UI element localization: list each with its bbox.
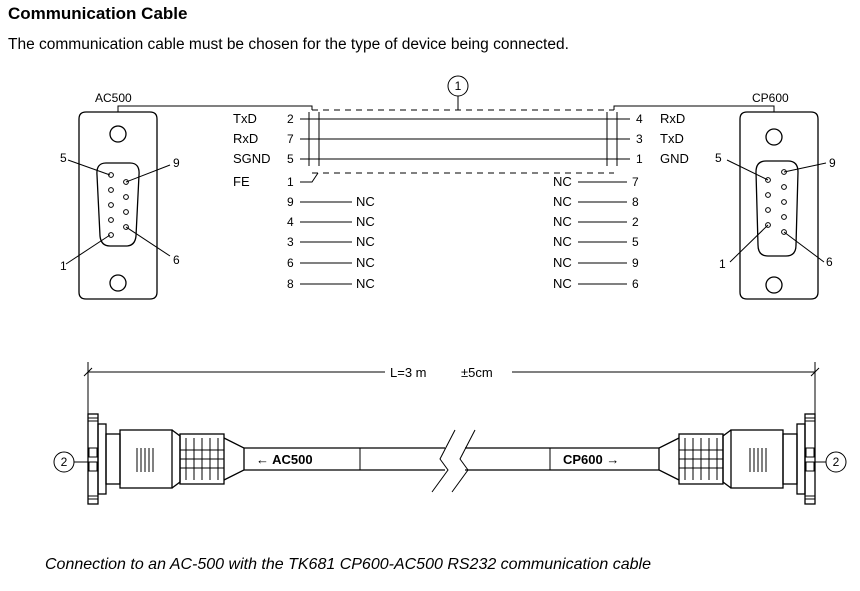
left-nc-label: NC <box>356 276 375 291</box>
cable-length-label: L=3 m <box>390 365 427 380</box>
right-nc-pin-8: 8 <box>632 195 639 209</box>
right-nc-pin-5: 5 <box>632 235 639 249</box>
callout-2-right-label: 2 <box>833 455 840 469</box>
left-signal-fe: FE <box>233 174 250 189</box>
left-nc-label: NC <box>356 214 375 229</box>
right-nc-pin-9: 9 <box>632 256 639 270</box>
left-nc-pin-3: 3 <box>287 235 294 249</box>
nc-wires <box>300 181 627 285</box>
right-nc-label: NC <box>553 276 572 291</box>
cable-body <box>244 429 659 493</box>
cable-tolerance-label: ±5cm <box>461 365 493 380</box>
callout-2-left <box>53 451 88 473</box>
right-pin-label-1: 1 <box>719 257 726 271</box>
right-signal-rxd: RxD <box>660 111 685 126</box>
right-nc-pin-6: 6 <box>632 277 639 291</box>
left-nc-label: NC <box>356 255 375 270</box>
left-pin-1: 1 <box>287 175 294 189</box>
left-signal-sgnd: SGND <box>233 151 271 166</box>
left-connector-name: AC500 <box>95 91 132 105</box>
left-pin-5: 5 <box>287 152 294 166</box>
left-nc-pin-6: 6 <box>287 256 294 270</box>
section-title: Communication Cable <box>8 4 188 23</box>
left-signal-txd: TxD <box>233 111 257 126</box>
cable-tag-ac500: ← AC500 <box>256 452 313 467</box>
left-pin-2: 2 <box>287 112 294 126</box>
callout-2-right <box>815 451 847 473</box>
right-pin-4: 4 <box>636 112 643 126</box>
intro-text: The communication cable must be chosen f… <box>8 36 569 53</box>
left-pin-label-1: 1 <box>60 259 67 273</box>
right-pin-label-9: 9 <box>829 156 836 170</box>
figure-caption: Connection to an AC-500 with the TK681 C… <box>45 556 651 573</box>
signal-wires <box>300 112 630 183</box>
left-pin-label-9: 9 <box>173 156 180 170</box>
left-plug <box>87 413 245 505</box>
left-nc-pin-9: 9 <box>287 195 294 209</box>
right-connector-name: CP600 <box>752 91 789 105</box>
right-signal-txd: TxD <box>660 131 684 146</box>
left-nc-label: NC <box>356 234 375 249</box>
left-pin-label-6: 6 <box>173 253 180 267</box>
right-nc-label: NC <box>553 174 572 189</box>
right-nc-label: NC <box>553 234 572 249</box>
right-dsub-connector <box>726 111 827 300</box>
right-nc-label: NC <box>553 194 572 209</box>
right-plug <box>658 413 816 505</box>
left-pin-7: 7 <box>287 132 294 146</box>
callout-1 <box>447 75 469 110</box>
cable-tag-cp600: CP600 → <box>563 452 619 467</box>
right-nc-label: NC <box>553 214 572 229</box>
right-pin-3: 3 <box>636 132 643 146</box>
right-pin-1: 1 <box>636 152 643 166</box>
right-shield-lead <box>613 105 775 112</box>
left-dsub-connector <box>65 111 171 300</box>
right-pin-label-5: 5 <box>715 151 722 165</box>
right-pin-label-6: 6 <box>826 255 833 269</box>
right-pin-7: 7 <box>632 175 639 189</box>
left-pin-label-5: 5 <box>60 151 67 165</box>
left-shield-lead <box>117 105 313 112</box>
callout-2-left-label: 2 <box>61 455 68 469</box>
left-nc-pin-4: 4 <box>287 215 294 229</box>
left-nc-pin-8: 8 <box>287 277 294 291</box>
right-signal-gnd: GND <box>660 151 689 166</box>
right-nc-pin-2: 2 <box>632 215 639 229</box>
length-dimension <box>83 362 820 418</box>
left-signal-rxd: RxD <box>233 131 258 146</box>
callout-1-label: 1 <box>455 79 462 93</box>
right-nc-label: NC <box>553 255 572 270</box>
left-nc-label: NC <box>356 194 375 209</box>
